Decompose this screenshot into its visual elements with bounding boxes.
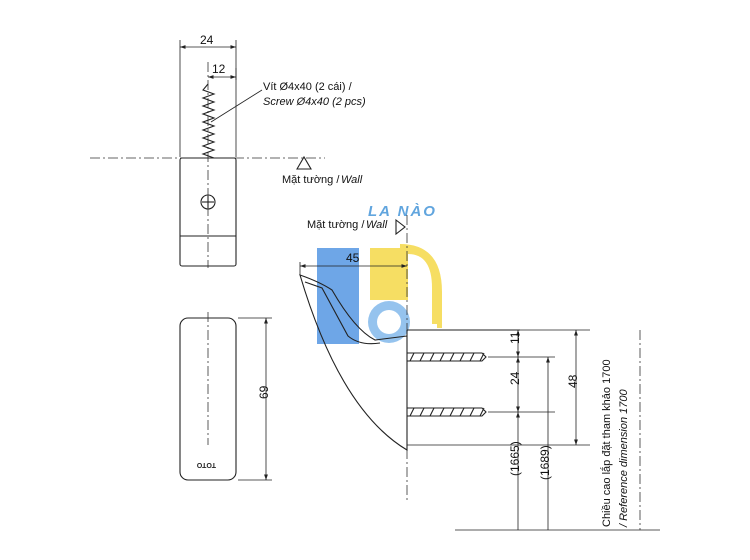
wall2-label-vi: Mặt tường / xyxy=(307,219,365,231)
watermark-text: LA NÀO xyxy=(368,203,437,220)
ref-label-en: / Reference dimension 1700 xyxy=(618,389,630,528)
hook-profile xyxy=(299,274,408,451)
hook-body-front xyxy=(179,157,237,267)
wall-triangle-icon xyxy=(296,155,312,170)
screw-upper xyxy=(407,352,487,362)
dim-body-height: 69 xyxy=(257,385,271,399)
dim-screw-top: 11 xyxy=(508,331,522,344)
wall-label-en: Wall xyxy=(341,174,363,186)
dim-height-1665: (1665) xyxy=(508,441,522,476)
screw-head-icon xyxy=(200,194,216,210)
screw-leader xyxy=(210,89,263,123)
dim-front-width: 24 xyxy=(200,33,214,47)
screw-label-en: Screw Ø4x40 (2 pcs) xyxy=(263,96,366,108)
brand-mark: TOTO xyxy=(196,461,216,468)
watermark-logo: LA NÀO xyxy=(317,203,442,344)
dim-projection: 45 xyxy=(346,251,360,265)
ref-label-vi: Chiều cao lắp đặt tham khảo 1700 xyxy=(600,359,613,527)
screw-lower xyxy=(407,407,487,417)
front-view-bottom: TOTO 69 xyxy=(179,312,272,481)
front-view-top: 24 12 Vít Ø4x40 (2 cái) / Screw Ø4x40 (2… xyxy=(90,33,366,268)
side-view: Mặt tường / Wall 45 11 24 48 (1665) xyxy=(299,215,660,531)
wall2-label-en: Wall xyxy=(366,219,388,231)
screw-label-vi: Vít Ø4x40 (2 cái) / xyxy=(263,81,353,93)
screw-thread xyxy=(201,83,216,159)
dim-screw-spacing: 24 xyxy=(508,371,522,385)
wall-label-vi: Mặt tường / xyxy=(282,174,340,186)
dim-screw-offset: 12 xyxy=(212,62,226,76)
dim-height-1689: (1689) xyxy=(538,445,552,480)
wall-triangle-2-icon xyxy=(395,218,406,236)
dim-overall-height: 48 xyxy=(566,374,580,388)
